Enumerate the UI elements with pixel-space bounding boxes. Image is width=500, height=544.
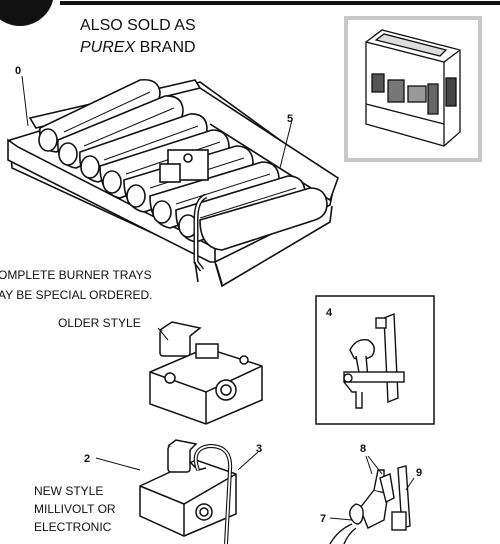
burner-trays-note-line2: AY BE SPECIAL ORDERED. <box>0 288 153 302</box>
leader-3 <box>237 451 259 471</box>
leader-older-style <box>157 327 169 341</box>
leader-0 <box>21 75 29 127</box>
new-style-valve-illustration <box>139 439 237 544</box>
leader-7 <box>329 517 353 521</box>
brand-suffix: BRAND <box>135 39 196 56</box>
callout-9: 9 <box>416 467 423 479</box>
burner-tray-illustration <box>7 78 339 288</box>
callout-2: 2 <box>84 453 91 465</box>
leader-9 <box>405 477 415 491</box>
also-sold-as-label: ALSO SOLD AS <box>80 17 196 34</box>
new-style-label-line1: NEW STYLE <box>34 484 104 498</box>
leader-2 <box>95 457 141 471</box>
callout-5: 5 <box>287 113 294 125</box>
callout-0: 0 <box>15 65 22 77</box>
new-style-label-line3: ELECTRONIC <box>34 520 112 534</box>
leader-8b <box>367 455 383 475</box>
corner-badge <box>0 0 54 26</box>
heater-cabinet-illustration <box>344 16 482 162</box>
callout-8: 8 <box>360 443 367 455</box>
callout-3: 3 <box>256 443 263 455</box>
pilot-assembly-illustration <box>315 295 435 425</box>
new-style-label-line2: MILLIVOLT OR <box>34 502 116 516</box>
callout-4: 4 <box>326 307 333 319</box>
electronic-pilot-illustration <box>329 465 411 544</box>
brand-line: PUREX BRAND <box>80 38 196 58</box>
brand-name: PUREX <box>80 39 136 56</box>
leader-8a <box>365 455 373 475</box>
older-style-valve-illustration <box>149 321 263 425</box>
older-style-label: OLDER STYLE <box>58 316 141 330</box>
leader-5 <box>279 119 293 169</box>
burner-trays-note-line1: OMPLETE BURNER TRAYS <box>0 268 152 282</box>
callout-7: 7 <box>320 513 327 525</box>
